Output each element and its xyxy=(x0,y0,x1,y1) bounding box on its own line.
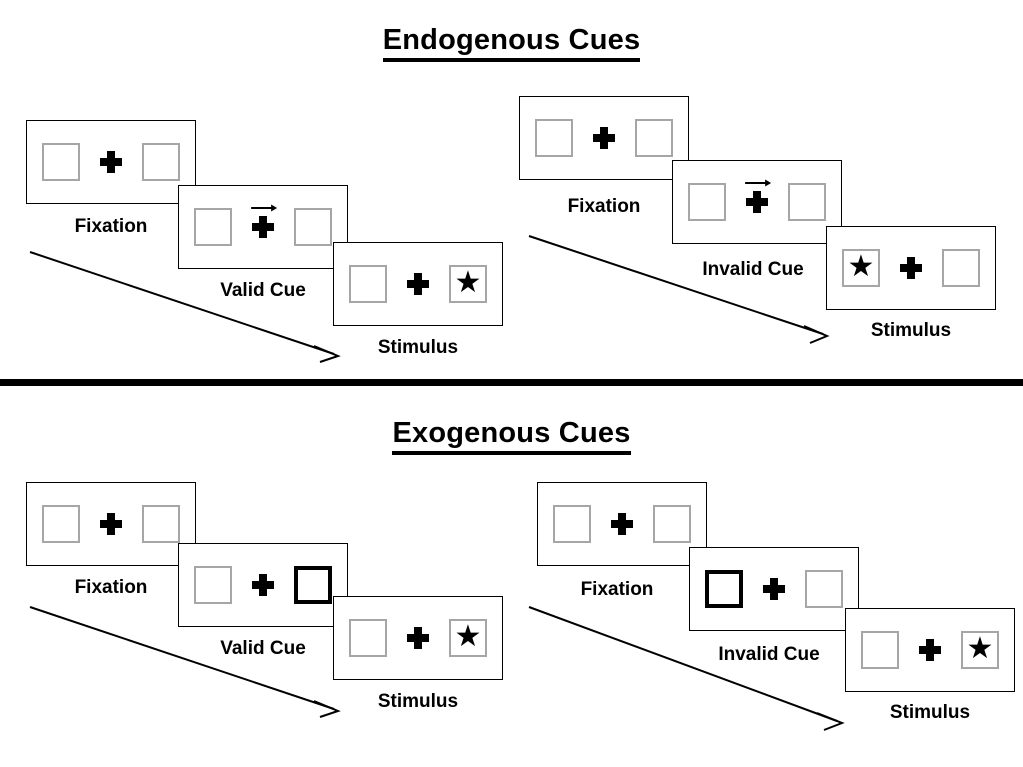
section-endogenous: Endogenous Cues Fixation xyxy=(0,0,1023,382)
fixation-cross-icon xyxy=(746,191,768,213)
panel-exo-valid-cue[interactable] xyxy=(178,543,348,627)
stimulus-box-right: ★ xyxy=(449,265,487,303)
panel-exo-valid-stimulus[interactable]: ★ xyxy=(333,596,503,680)
arrow-right-cue-icon xyxy=(250,204,278,214)
stimulus-box-left xyxy=(349,619,387,657)
star-icon: ★ xyxy=(847,250,875,283)
stimulus-box-right xyxy=(142,505,180,543)
stimulus-box-right xyxy=(635,119,673,157)
section-divider xyxy=(0,379,1023,386)
fixation-cross-wrap xyxy=(98,504,124,544)
stimulus-box-left xyxy=(194,566,232,604)
caption-exo-valid-cue: Valid Cue xyxy=(220,638,306,659)
stimulus-box-left xyxy=(688,183,726,221)
caption-exo-invalid-fixation: Fixation xyxy=(580,579,654,600)
stimulus-box-right: ★ xyxy=(961,631,999,669)
fixation-cross-icon xyxy=(919,639,941,661)
stimulus-box-right xyxy=(653,505,691,543)
panel-exo-invalid-stimulus[interactable]: ★ xyxy=(845,608,1015,692)
fixation-cross-icon xyxy=(100,151,122,173)
stimulus-box-right-cued xyxy=(294,566,332,604)
panel-endo-valid-stimulus[interactable]: ★ xyxy=(333,242,503,326)
caption-endo-invalid-fixation: Fixation xyxy=(567,196,641,217)
caption-endo-invalid-stimulus: Stimulus xyxy=(870,320,952,341)
time-flow-arrow-endogenous-invalid xyxy=(527,232,839,348)
panel-endo-valid-fixation[interactable] xyxy=(26,120,196,204)
fixation-cross-icon xyxy=(407,627,429,649)
caption-exo-valid-stimulus: Stimulus xyxy=(377,691,459,712)
fixation-cross-wrap xyxy=(609,504,635,544)
fixation-cross-wrap xyxy=(744,179,772,222)
stimulus-box-left xyxy=(861,631,899,669)
star-icon: ★ xyxy=(454,620,482,653)
stimulus-box-right: ★ xyxy=(449,619,487,657)
fixation-cross-icon xyxy=(407,273,429,295)
fixation-cross-icon xyxy=(900,257,922,279)
stimulus-box-right xyxy=(942,249,980,287)
stimulus-box-left xyxy=(42,505,80,543)
section-title-endogenous-text: Endogenous Cues xyxy=(382,24,641,62)
fixation-cross-wrap xyxy=(761,569,787,609)
panel-exo-invalid-cue[interactable] xyxy=(689,547,859,631)
panel-endo-valid-cue[interactable] xyxy=(178,185,348,269)
caption-exo-valid-fixation: Fixation xyxy=(74,577,148,598)
stimulus-box-left xyxy=(553,505,591,543)
panel-endo-invalid-fixation[interactable] xyxy=(519,96,689,180)
fixation-cross-wrap xyxy=(898,248,924,288)
stimulus-box-left xyxy=(349,265,387,303)
section-title-exogenous-text: Exogenous Cues xyxy=(392,417,631,455)
fixation-cross-wrap xyxy=(405,264,431,304)
stimulus-box-right xyxy=(788,183,826,221)
caption-exo-invalid-cue: Invalid Cue xyxy=(718,644,820,665)
stimulus-box-left xyxy=(194,208,232,246)
stimulus-box-right xyxy=(294,208,332,246)
fixation-cross-wrap xyxy=(917,630,943,670)
panel-endo-invalid-stimulus[interactable]: ★ xyxy=(826,226,996,310)
fixation-cross-icon xyxy=(763,578,785,600)
fixation-cross-icon xyxy=(593,127,615,149)
fixation-cross-wrap xyxy=(250,204,278,247)
fixation-cross-icon xyxy=(100,513,122,535)
fixation-cross-icon xyxy=(252,574,274,596)
fixation-cross-wrap xyxy=(98,142,124,182)
stimulus-box-left: ★ xyxy=(842,249,880,287)
stimulus-box-left-cued xyxy=(705,570,743,608)
stimulus-box-right xyxy=(805,570,843,608)
caption-endo-valid-fixation: Fixation xyxy=(74,216,148,237)
fixation-cross-wrap xyxy=(591,118,617,158)
star-icon: ★ xyxy=(454,266,482,299)
section-title-exogenous: Exogenous Cues xyxy=(0,417,1023,455)
stimulus-box-left xyxy=(42,143,80,181)
section-title-endogenous: Endogenous Cues xyxy=(0,24,1023,62)
star-icon: ★ xyxy=(966,632,994,665)
arrow-right-cue-icon xyxy=(744,179,772,189)
caption-endo-valid-stimulus: Stimulus xyxy=(377,337,459,358)
caption-exo-invalid-stimulus: Stimulus xyxy=(889,702,971,723)
stimulus-box-left xyxy=(535,119,573,157)
caption-endo-invalid-cue: Invalid Cue xyxy=(702,259,804,280)
stimulus-box-right xyxy=(142,143,180,181)
panel-endo-invalid-cue[interactable] xyxy=(672,160,842,244)
fixation-cross-icon xyxy=(611,513,633,535)
fixation-cross-wrap xyxy=(405,618,431,658)
fixation-cross-icon xyxy=(252,216,274,238)
panel-exo-invalid-fixation[interactable] xyxy=(537,482,707,566)
fixation-cross-wrap xyxy=(250,565,276,605)
section-exogenous: Exogenous Cues Fixation xyxy=(0,389,1023,767)
panel-exo-valid-fixation[interactable] xyxy=(26,482,196,566)
caption-endo-valid-cue: Valid Cue xyxy=(220,280,306,301)
